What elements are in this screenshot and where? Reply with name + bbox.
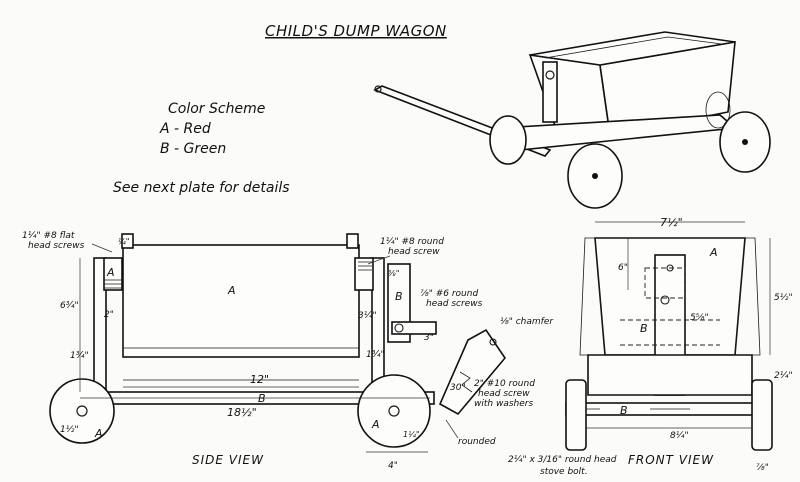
callout-round-screw-2: head screw	[388, 247, 440, 257]
bracket-left	[103, 257, 123, 291]
callout-washer-1: 2" #10 round	[474, 379, 535, 389]
front-view-label: FRONT VIEW	[628, 453, 714, 467]
wheel-hub	[592, 173, 598, 179]
callout-rounded: rounded	[458, 437, 496, 447]
color-scheme-b: B - Green	[160, 141, 226, 157]
dim-1-3-4: 1¾"	[70, 351, 89, 361]
callout-flat-screws-1: 1¼" #8 flat	[22, 231, 75, 241]
front-part-label-b: B	[640, 322, 648, 335]
dim-1-4: ¼"	[118, 237, 129, 246]
callout-chamfer: ⅛" chamfer	[500, 317, 554, 327]
perspective-sketch	[373, 31, 771, 209]
callout-screws6-2: head screws	[426, 299, 483, 309]
rear-wheel	[49, 378, 115, 444]
box-top-rim	[529, 31, 736, 66]
callout-flat-screws-2: head screws	[28, 241, 85, 251]
box-inner-rim	[544, 36, 723, 59]
handle-grip	[374, 85, 382, 93]
pivot-bolt	[394, 323, 404, 333]
part-label-b-bracket: B	[395, 290, 403, 303]
dim-3-1-4: 3¼"	[358, 311, 377, 321]
leader-rounded	[445, 419, 459, 439]
dim-2: 2"	[104, 310, 114, 320]
dim-5-1-2: 5½"	[774, 293, 793, 303]
handle-pivot-bar	[391, 321, 437, 335]
box-body	[122, 244, 360, 358]
break-line	[459, 371, 473, 393]
dim-30: 30"	[450, 383, 466, 393]
front-wheel-right	[751, 379, 773, 451]
part-label-a-bracket: A	[106, 266, 115, 279]
color-scheme-heading: Color Scheme	[168, 101, 265, 117]
dim-7-1-2: 7½"	[660, 216, 683, 229]
hidden-crossbars	[620, 319, 720, 346]
bolt-callout-1: 2¼" x 3/16" round head	[508, 455, 617, 465]
dim-3: 3"	[424, 333, 434, 343]
part-label-a-wheel: A	[94, 427, 103, 440]
leader-round-screw	[367, 255, 391, 265]
upright-bolt	[660, 295, 670, 305]
dim-2-1-4: 2¼"	[774, 371, 793, 381]
box-side-right-edge	[734, 237, 761, 356]
dim-12: 12"	[250, 373, 269, 386]
corner-post-left	[121, 233, 134, 249]
dim-6-3-4: 6¾"	[60, 301, 79, 311]
corner-post-right	[346, 233, 359, 249]
dim-7-8: ⅞"	[756, 463, 769, 473]
screw-hatch-right	[358, 261, 372, 271]
dim-1-1-4: 1¼"	[403, 430, 420, 439]
front-view: 7½" 6" 5½" 2¼" 8¼" ⅞" 5⅝" A B B 2¼" x 3/…	[508, 216, 793, 477]
dim-6: 6"	[618, 263, 628, 273]
leader-flat-screws	[91, 243, 113, 253]
dim-1-3-4-right: 1¾"	[366, 350, 385, 360]
lower-body	[587, 354, 753, 396]
hidden-bracket	[644, 267, 686, 299]
dim-5-8: 5⅝"	[690, 313, 709, 323]
bolt-callout-2: stove bolt.	[540, 467, 588, 477]
front-part-label-a: A	[709, 246, 718, 259]
front-axle	[388, 405, 400, 417]
front-part-label-b-axle: B	[620, 404, 628, 417]
handle-arm	[438, 328, 507, 416]
wheel-rear-left	[489, 115, 527, 165]
dim-8-1-4: 8¼"	[670, 431, 689, 441]
part-label-a-wheel-front: A	[371, 418, 380, 431]
part-label-a: A	[227, 284, 236, 297]
dim-18: 18½"	[227, 406, 257, 419]
wheel-rear-right	[705, 91, 731, 129]
wheel-hub	[742, 139, 748, 145]
front-wheel-left	[565, 379, 587, 451]
dim-1-1-2: 1½"	[60, 425, 79, 435]
callout-washer-2: head screw	[478, 389, 530, 399]
side-view: A A B B A A 12" 18½" 2" 6¾" 1¾" 1¾" 3¼" …	[22, 231, 554, 471]
rear-axle	[76, 405, 88, 417]
callout-washer-3: with washers	[474, 399, 533, 409]
callout-screws6-1: ⅞" #6 round	[420, 289, 478, 299]
pivot-pin	[545, 70, 555, 80]
color-scheme-a: A - Red	[159, 121, 211, 137]
dim-3-8: ⅜"	[388, 269, 399, 278]
callout-round-screw-1: 1¼" #8 round	[380, 237, 444, 247]
handle-hole	[489, 338, 497, 346]
side-view-label: SIDE VIEW	[192, 453, 264, 467]
screw-hatch-left	[104, 279, 122, 289]
dim-4: 4"	[388, 461, 398, 471]
upright-pin	[666, 264, 674, 272]
front-wheel	[357, 374, 431, 448]
part-label-b-chassis: B	[258, 392, 266, 405]
drawing-title: CHILD'S DUMP WAGON	[265, 22, 447, 40]
plate-note: See next plate for details	[113, 180, 290, 196]
